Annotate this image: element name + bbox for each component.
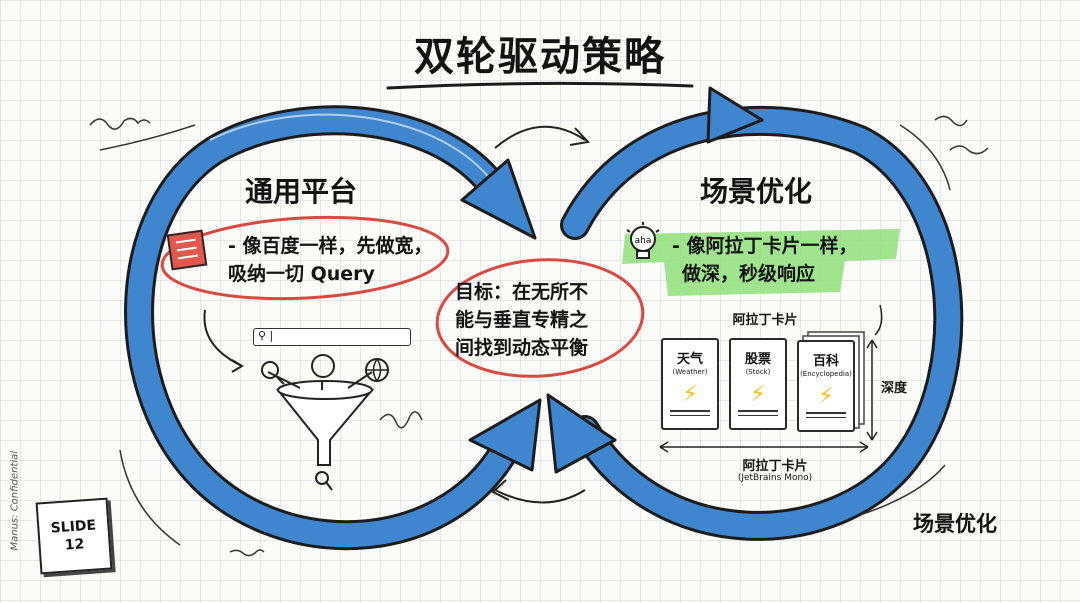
bottom-connector-arrow bbox=[494, 489, 586, 504]
center-goal-circle bbox=[435, 258, 645, 378]
card-stock-sub: (Stock) bbox=[745, 368, 771, 376]
center-goal-line1: 目标：在无所不 bbox=[455, 281, 589, 303]
card-weather: 天气 (Weather) ⚡ bbox=[661, 338, 719, 430]
slide-number-badge: SLIDE 12 bbox=[35, 497, 113, 575]
card-weather-sub: (Weather) bbox=[672, 368, 708, 376]
swoosh-top-right bbox=[899, 124, 951, 191]
funnel-illustration bbox=[203, 309, 375, 491]
lightning-icon: ⚡ bbox=[750, 382, 766, 407]
center-goal-line2: 能与垂直专精之 bbox=[455, 309, 589, 331]
swoosh-bottom-right bbox=[859, 464, 946, 516]
left-note-line2: 吸纳一切 Query bbox=[228, 263, 375, 285]
title-underline bbox=[386, 81, 694, 90]
bottom-connector-arrowhead bbox=[491, 479, 510, 501]
right-note-line2: 做深，秒级响应 bbox=[682, 263, 816, 285]
search-icon: ⚲ bbox=[258, 329, 267, 342]
card-encyclopedia-sub: (Encyclopedia) bbox=[800, 370, 852, 378]
scribble-top-right bbox=[934, 115, 989, 155]
lightning-icon: ⚡ bbox=[818, 384, 834, 409]
cards-axis-label: 阿拉丁卡片 bbox=[742, 459, 808, 474]
left-wheel-note: - 像百度一样，先做宽， 吸纳一切 Query bbox=[228, 232, 433, 288]
scribble-bottom-mid bbox=[379, 411, 423, 429]
left-note-line1: - 像百度一样，先做宽， bbox=[228, 235, 433, 257]
right-note-line1: - 像阿拉丁卡片一样， bbox=[672, 235, 858, 257]
left-wheel-arrow bbox=[124, 105, 542, 551]
scribble-top-left bbox=[89, 117, 151, 130]
card-encyclopedia-name: 百科 bbox=[812, 354, 839, 369]
right-wheel-heading: 场景优化 bbox=[700, 175, 813, 208]
cards-axis-sublabel: (JetBrains Mono) bbox=[737, 473, 813, 483]
page-title: 双轮驱动策略 bbox=[414, 34, 666, 80]
swoosh-top-left bbox=[99, 124, 196, 151]
bottom-scene-label: 场景优化 bbox=[913, 512, 997, 536]
confidential-label: Manus: Confidential bbox=[9, 450, 21, 551]
right-note-highlight bbox=[622, 229, 900, 296]
center-goal: 目标：在无所不 能与垂直专精之 间找到动态平衡 bbox=[455, 278, 635, 362]
center-goal-line3: 间找到动态平衡 bbox=[455, 337, 589, 359]
right-wheel-arrow bbox=[546, 86, 964, 541]
left-note-circle bbox=[160, 215, 450, 301]
top-connector-arrowhead bbox=[569, 127, 590, 146]
card-stock-name: 股票 bbox=[744, 352, 771, 367]
right-wheel-note: - 像阿拉丁卡片一样， 做深，秒级响应 bbox=[672, 232, 858, 288]
bulb-text: aha bbox=[635, 236, 652, 246]
card-stock: 股票 (Stock) ⚡ bbox=[729, 338, 787, 430]
cards-title: 阿拉丁卡片 bbox=[732, 313, 798, 328]
card-weather-name: 天气 bbox=[676, 352, 703, 367]
left-wheel-heading: 通用平台 bbox=[245, 175, 358, 208]
lightning-icon: ⚡ bbox=[682, 382, 698, 407]
search-bar: ⚲ | bbox=[253, 328, 411, 346]
top-connector-arrow bbox=[494, 125, 586, 149]
swoosh-bottom-left bbox=[119, 449, 181, 546]
card-encyclopedia: 百科 (Encyclopedia) ⚡ bbox=[797, 340, 855, 432]
scribble-bottom-left bbox=[229, 549, 265, 557]
lightbulb-icon: aha bbox=[626, 222, 660, 259]
sticky-note-icon bbox=[166, 229, 208, 271]
funnel-icons bbox=[261, 354, 389, 385]
depth-label: 深度 bbox=[881, 381, 908, 396]
